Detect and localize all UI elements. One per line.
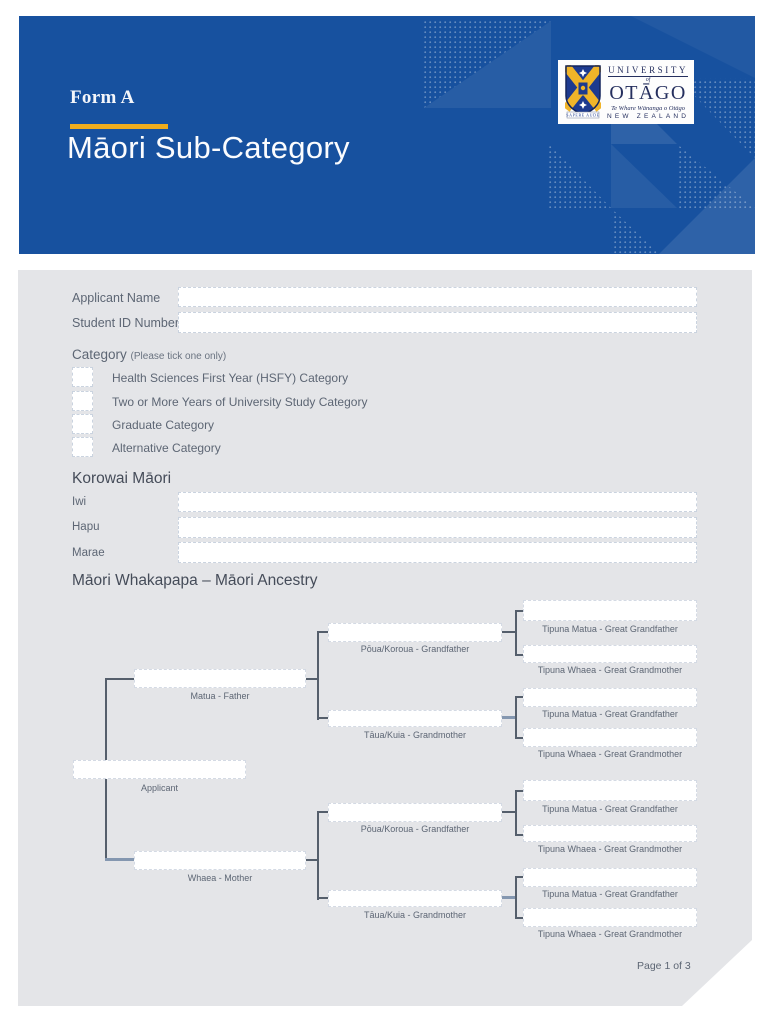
checkbox-alternative-label: Alternative Category <box>112 441 221 455</box>
tree-line-to-ggm4 <box>515 917 524 919</box>
great-grandmother-4-label: Tipuna Whaea - Great Grandmother <box>537 929 683 939</box>
father-input[interactable] <box>134 669 306 688</box>
great-grandmother-2-input[interactable] <box>523 728 697 747</box>
tree-line-to-ggm3 <box>515 834 524 836</box>
hapu-input[interactable] <box>178 517 697 538</box>
tree-line-to-father <box>105 678 135 680</box>
great-grandfather-2-label: Tipuna Matua - Great Grandfather <box>542 709 678 719</box>
page-title: Māori Sub-Category <box>67 130 350 165</box>
iwi-input[interactable] <box>178 492 697 512</box>
maternal-grandfather-input[interactable] <box>328 803 502 822</box>
great-grandfather-2-input[interactable] <box>523 688 697 707</box>
great-grandfather-4-label: Tipuna Matua - Great Grandfather <box>542 889 678 899</box>
great-grandfather-1-label: Tipuna Matua - Great Grandfather <box>542 624 678 634</box>
category-label-text: Category <box>72 347 127 362</box>
applicant-name-label: Applicant Name <box>72 291 161 305</box>
hapu-label: Hapu <box>72 521 100 533</box>
korowai-heading: Korowai Māori <box>72 470 172 487</box>
accent-bar <box>70 124 168 129</box>
tree-line-to-ggf4 <box>515 876 524 878</box>
checkbox-two-or-more-years[interactable] <box>72 391 93 411</box>
applicant-input[interactable] <box>73 760 246 779</box>
great-grandfather-3-input[interactable] <box>523 780 697 801</box>
father-label: Matua - Father <box>190 691 250 701</box>
whakapapa-heading: Māori Whakapapa – Māori Ancestry <box>72 572 318 589</box>
tree-line-to-mat-grandfather <box>317 811 328 813</box>
tree-line-pat-gf-vertical <box>515 610 517 656</box>
checkbox-graduate[interactable] <box>72 414 93 434</box>
great-grandmother-3-input[interactable] <box>523 825 697 842</box>
student-id-input[interactable] <box>178 312 697 333</box>
tree-line-pat-gm-stub <box>502 716 517 719</box>
tree-line-to-pat-grandmother <box>317 717 328 719</box>
applicant-label: Applicant <box>140 783 179 793</box>
otago-logo: SAPERE AUDE UNIVERSITY of OTĀGO Te Whare… <box>558 60 694 124</box>
category-note: (Please tick one only) <box>130 351 227 362</box>
maternal-grandmother-label: Tāua/Kuia - Grandmother <box>363 910 467 920</box>
checkbox-two-or-more-years-label: Two or More Years of University Study Ca… <box>112 395 368 409</box>
header-banner: Form A Māori Sub-Category SAPERE AUDE UN… <box>19 16 755 254</box>
otago-crest-icon: SAPERE AUDE <box>565 65 601 119</box>
logo-new-zealand: NEW ZEALAND <box>607 112 690 120</box>
tree-line-to-ggf1 <box>515 610 524 612</box>
tree-line-to-ggm1 <box>515 654 524 656</box>
maternal-grandfather-label: Pōua/Koroua - Grandfather <box>360 824 470 834</box>
great-grandmother-2-label: Tipuna Whaea - Great Grandmother <box>537 749 683 759</box>
tree-line-mat-gm-stub <box>502 896 517 899</box>
paternal-grandmother-input[interactable] <box>328 710 502 727</box>
tree-line-to-ggm2 <box>515 737 524 739</box>
form-label: Form A <box>70 87 135 108</box>
logo-maori-name: Te Whare Wānanga o Otāgo <box>611 104 686 112</box>
tree-line-mat-gf-stub <box>502 811 517 813</box>
checkbox-hsfy-label: Health Sciences First Year (HSFY) Catego… <box>112 371 349 385</box>
checkbox-graduate-label: Graduate Category <box>112 418 215 432</box>
great-grandmother-1-label: Tipuna Whaea - Great Grandmother <box>537 665 683 675</box>
logo-otago: OTĀGO <box>609 81 687 104</box>
tree-line-pat-gm-vertical <box>515 696 517 739</box>
category-label: Category (Please tick one only) <box>72 347 226 362</box>
great-grandfather-3-label: Tipuna Matua - Great Grandfather <box>542 804 678 814</box>
tree-line-mat-gm-vertical <box>515 876 517 919</box>
page-number: Page 1 of 3 <box>637 960 691 972</box>
applicant-name-input[interactable] <box>178 287 697 307</box>
great-grandmother-3-label: Tipuna Whaea - Great Grandmother <box>537 844 683 854</box>
tree-line-mother-vertical <box>317 811 319 900</box>
tree-line-father-vertical <box>317 631 319 720</box>
paternal-grandmother-label: Tāua/Kuia - Grandmother <box>363 730 467 740</box>
tree-line-mat-gf-vertical <box>515 790 517 836</box>
mother-input[interactable] <box>134 851 306 870</box>
mother-label: Whaea - Mother <box>187 873 253 883</box>
maternal-grandmother-input[interactable] <box>328 890 502 907</box>
great-grandmother-1-input[interactable] <box>523 645 697 663</box>
crest-motto: SAPERE AUDE <box>566 113 599 118</box>
paternal-grandfather-label: Pōua/Koroua - Grandfather <box>360 644 470 654</box>
tree-line-to-ggf3 <box>515 790 524 792</box>
great-grandfather-4-input[interactable] <box>523 868 697 887</box>
checkbox-hsfy[interactable] <box>72 367 93 387</box>
paternal-grandfather-input[interactable] <box>328 623 502 642</box>
tree-line-mother-stub <box>306 859 319 861</box>
marae-input[interactable] <box>178 542 697 563</box>
otago-logo-text: UNIVERSITY of OTĀGO Te Whare Wānanga o O… <box>607 65 689 120</box>
great-grandfather-1-input[interactable] <box>523 600 697 621</box>
marae-label: Marae <box>72 547 105 559</box>
tree-line-pat-gf-stub <box>502 631 517 633</box>
great-grandmother-4-input[interactable] <box>523 908 697 927</box>
tree-line-to-mother <box>105 858 135 861</box>
logo-university: UNIVERSITY <box>608 64 689 77</box>
logo-of: of <box>645 76 651 83</box>
tree-line-to-mat-grandmother <box>317 897 328 899</box>
checkbox-alternative[interactable] <box>72 437 93 457</box>
tree-line-to-pat-grandfather <box>317 631 328 633</box>
tree-line-father-stub <box>306 678 319 680</box>
iwi-label: Iwi <box>72 496 87 508</box>
tree-line-to-ggf2 <box>515 696 524 698</box>
student-id-label: Student ID Number <box>72 316 179 330</box>
